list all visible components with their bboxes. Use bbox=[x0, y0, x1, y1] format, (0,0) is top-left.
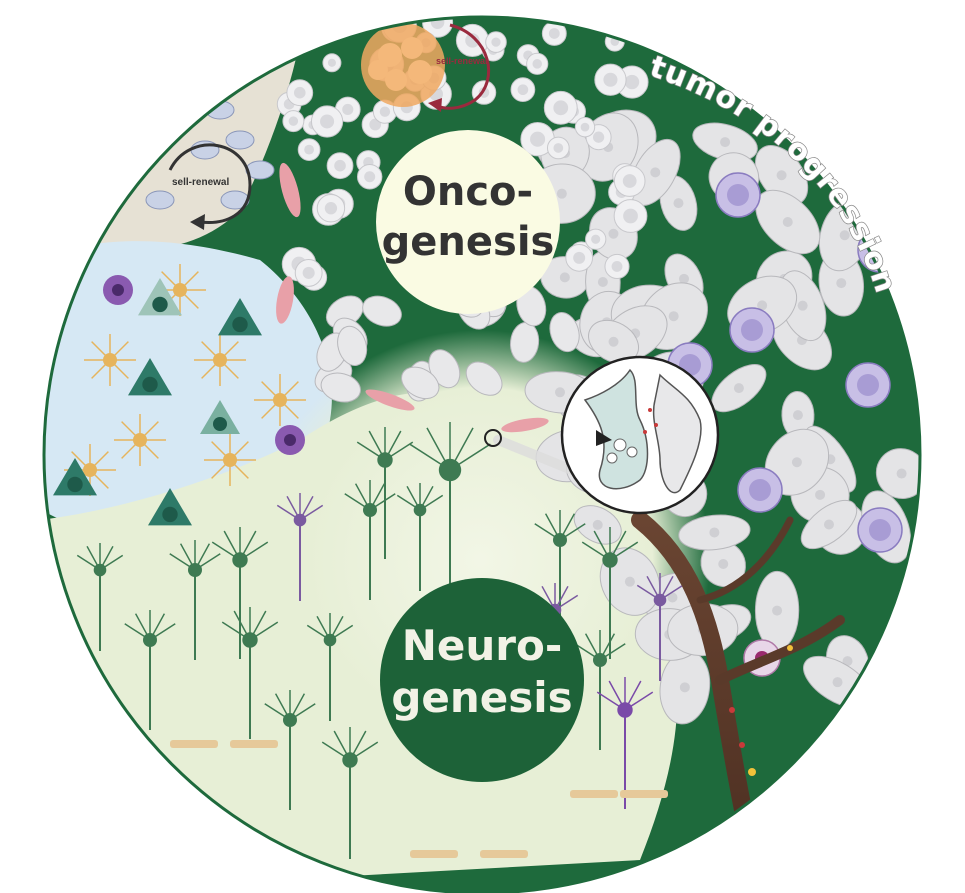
neuron bbox=[617, 702, 633, 718]
neuron bbox=[438, 458, 462, 482]
glia-cells bbox=[53, 100, 306, 526]
orange-cluster bbox=[361, 23, 445, 107]
neuron bbox=[323, 633, 337, 647]
neuron bbox=[653, 593, 667, 607]
neurogenesis-badge: Neuro- genesis bbox=[380, 578, 584, 782]
neuron bbox=[342, 752, 358, 768]
astrocyte bbox=[133, 433, 147, 447]
neuron bbox=[93, 563, 107, 577]
neuron bbox=[413, 503, 427, 517]
synapse-detail-icon bbox=[583, 368, 649, 490]
synapse-inset bbox=[484, 355, 720, 515]
glia-triangle-cell bbox=[148, 488, 192, 526]
neuron bbox=[363, 503, 377, 517]
circular-arrow-icon bbox=[168, 143, 252, 225]
astrocyte bbox=[273, 393, 287, 407]
red-elongated-cells bbox=[276, 162, 549, 433]
arrowhead-icon bbox=[190, 214, 205, 230]
oncogenesis-badge: Onco- genesis bbox=[376, 130, 560, 314]
astrocyte bbox=[103, 353, 117, 367]
stem-cell bbox=[165, 110, 195, 130]
tumor-cell bbox=[465, 361, 503, 396]
self-renewal-label-top: sell-renewal bbox=[436, 56, 488, 66]
oncogenesis-title-line1: Onco- bbox=[403, 169, 533, 215]
self-renewal-left: sell-renewal bbox=[168, 143, 252, 230]
disc-outline bbox=[42, 15, 922, 893]
circular-arrow-icon bbox=[434, 23, 491, 110]
tumor-cell bbox=[320, 372, 361, 403]
neuron bbox=[593, 653, 607, 667]
arrowhead-icon bbox=[428, 98, 442, 112]
astrocyte bbox=[173, 283, 187, 297]
neuron bbox=[293, 513, 307, 527]
self-renewal-top: sell-renewal bbox=[428, 23, 491, 112]
neurogenesis-title-line2: genesis bbox=[391, 673, 572, 722]
neurogenesis-title-line1: Neuro- bbox=[402, 621, 563, 670]
tumor-cell bbox=[337, 325, 368, 367]
neuron bbox=[602, 552, 618, 568]
neuron bbox=[232, 552, 248, 568]
neuron bbox=[242, 632, 258, 648]
tumor-cells bbox=[314, 109, 920, 725]
tumor-cell bbox=[549, 312, 580, 353]
self-renewal-label-left: sell-renewal bbox=[172, 177, 229, 188]
neuron bbox=[553, 533, 567, 547]
astrocyte bbox=[223, 453, 237, 467]
round-tumor-cell bbox=[301, 19, 328, 46]
neuron bbox=[377, 452, 393, 468]
neuron bbox=[188, 563, 202, 577]
astrocyte bbox=[83, 463, 97, 477]
neuron bbox=[143, 633, 157, 647]
tumor-cell bbox=[401, 366, 440, 400]
neuron bbox=[283, 713, 297, 727]
stem-cell bbox=[225, 130, 255, 150]
astrocyte bbox=[213, 353, 227, 367]
round-tumor-cell bbox=[275, 20, 306, 52]
oncogenesis-title-line2: genesis bbox=[382, 219, 555, 265]
stem-cell bbox=[145, 190, 175, 210]
tumor-cell bbox=[892, 174, 920, 235]
glia-region bbox=[44, 241, 332, 531]
round-tumor-cell bbox=[284, 31, 304, 51]
tumor-cell bbox=[362, 295, 402, 327]
